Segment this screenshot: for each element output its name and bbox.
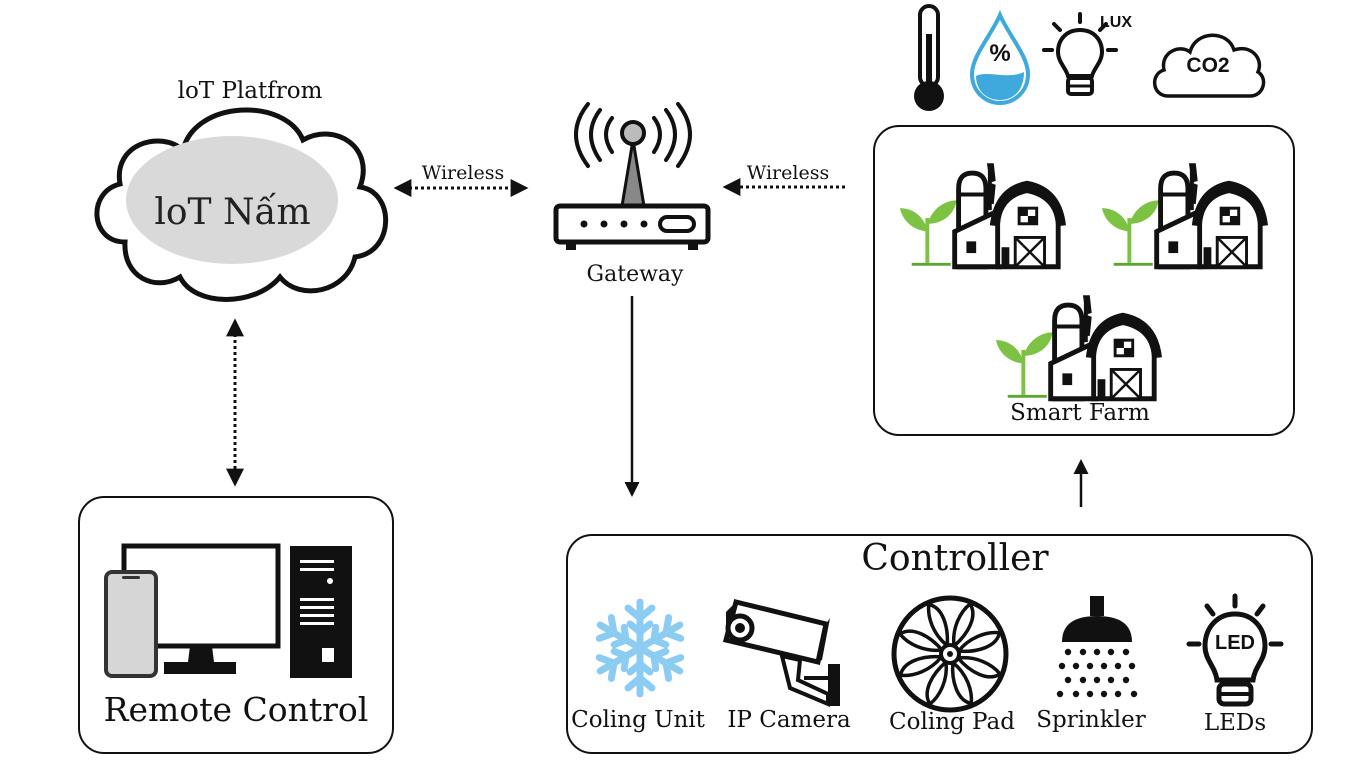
platform-label: loT Platfrom <box>177 78 323 104</box>
farm-icon <box>996 292 1162 402</box>
ip-camera-icon <box>722 598 840 708</box>
light-bulb-icon <box>1042 12 1118 96</box>
led-bulb-icon <box>1186 593 1284 707</box>
computer-phone-icon <box>104 543 352 678</box>
thermometer-icon <box>914 4 944 111</box>
farm-icon <box>900 160 1066 270</box>
led-text: LED <box>1215 632 1255 654</box>
device-label-sprinkler: Sprinkler <box>1036 707 1146 733</box>
wireless-label-left: Wireless <box>421 162 505 184</box>
cloud-title: loT Nấm <box>154 192 311 233</box>
smart-farm-label: Smart Farm <box>1010 400 1150 426</box>
humidity-symbol: % <box>989 40 1011 67</box>
gateway-label: Gateway <box>586 262 684 287</box>
device-label-ip-camera: IP Camera <box>727 707 851 733</box>
lux-label: LUX <box>1100 14 1132 31</box>
snowflake-icon <box>592 598 688 700</box>
co2-cloud-icon <box>1153 33 1266 98</box>
controller-title: Controller <box>861 538 1049 579</box>
device-label-coling-pad: Coling Pad <box>889 709 1015 735</box>
humidity-drop-icon <box>969 9 1031 106</box>
wireless-label-right: Wireless <box>746 162 830 184</box>
device-label-coling-unit: Coling Unit <box>571 707 705 733</box>
remote-control-label: Remote Control <box>103 690 369 729</box>
co2-label: CO2 <box>1186 54 1230 77</box>
fan-icon <box>891 595 1009 713</box>
sprinkler-icon <box>1056 596 1138 698</box>
router-icon <box>553 102 711 250</box>
farm-icon <box>1102 160 1268 270</box>
cloud-inner-shape <box>126 136 338 264</box>
device-label-leds: LEDs <box>1203 710 1267 736</box>
